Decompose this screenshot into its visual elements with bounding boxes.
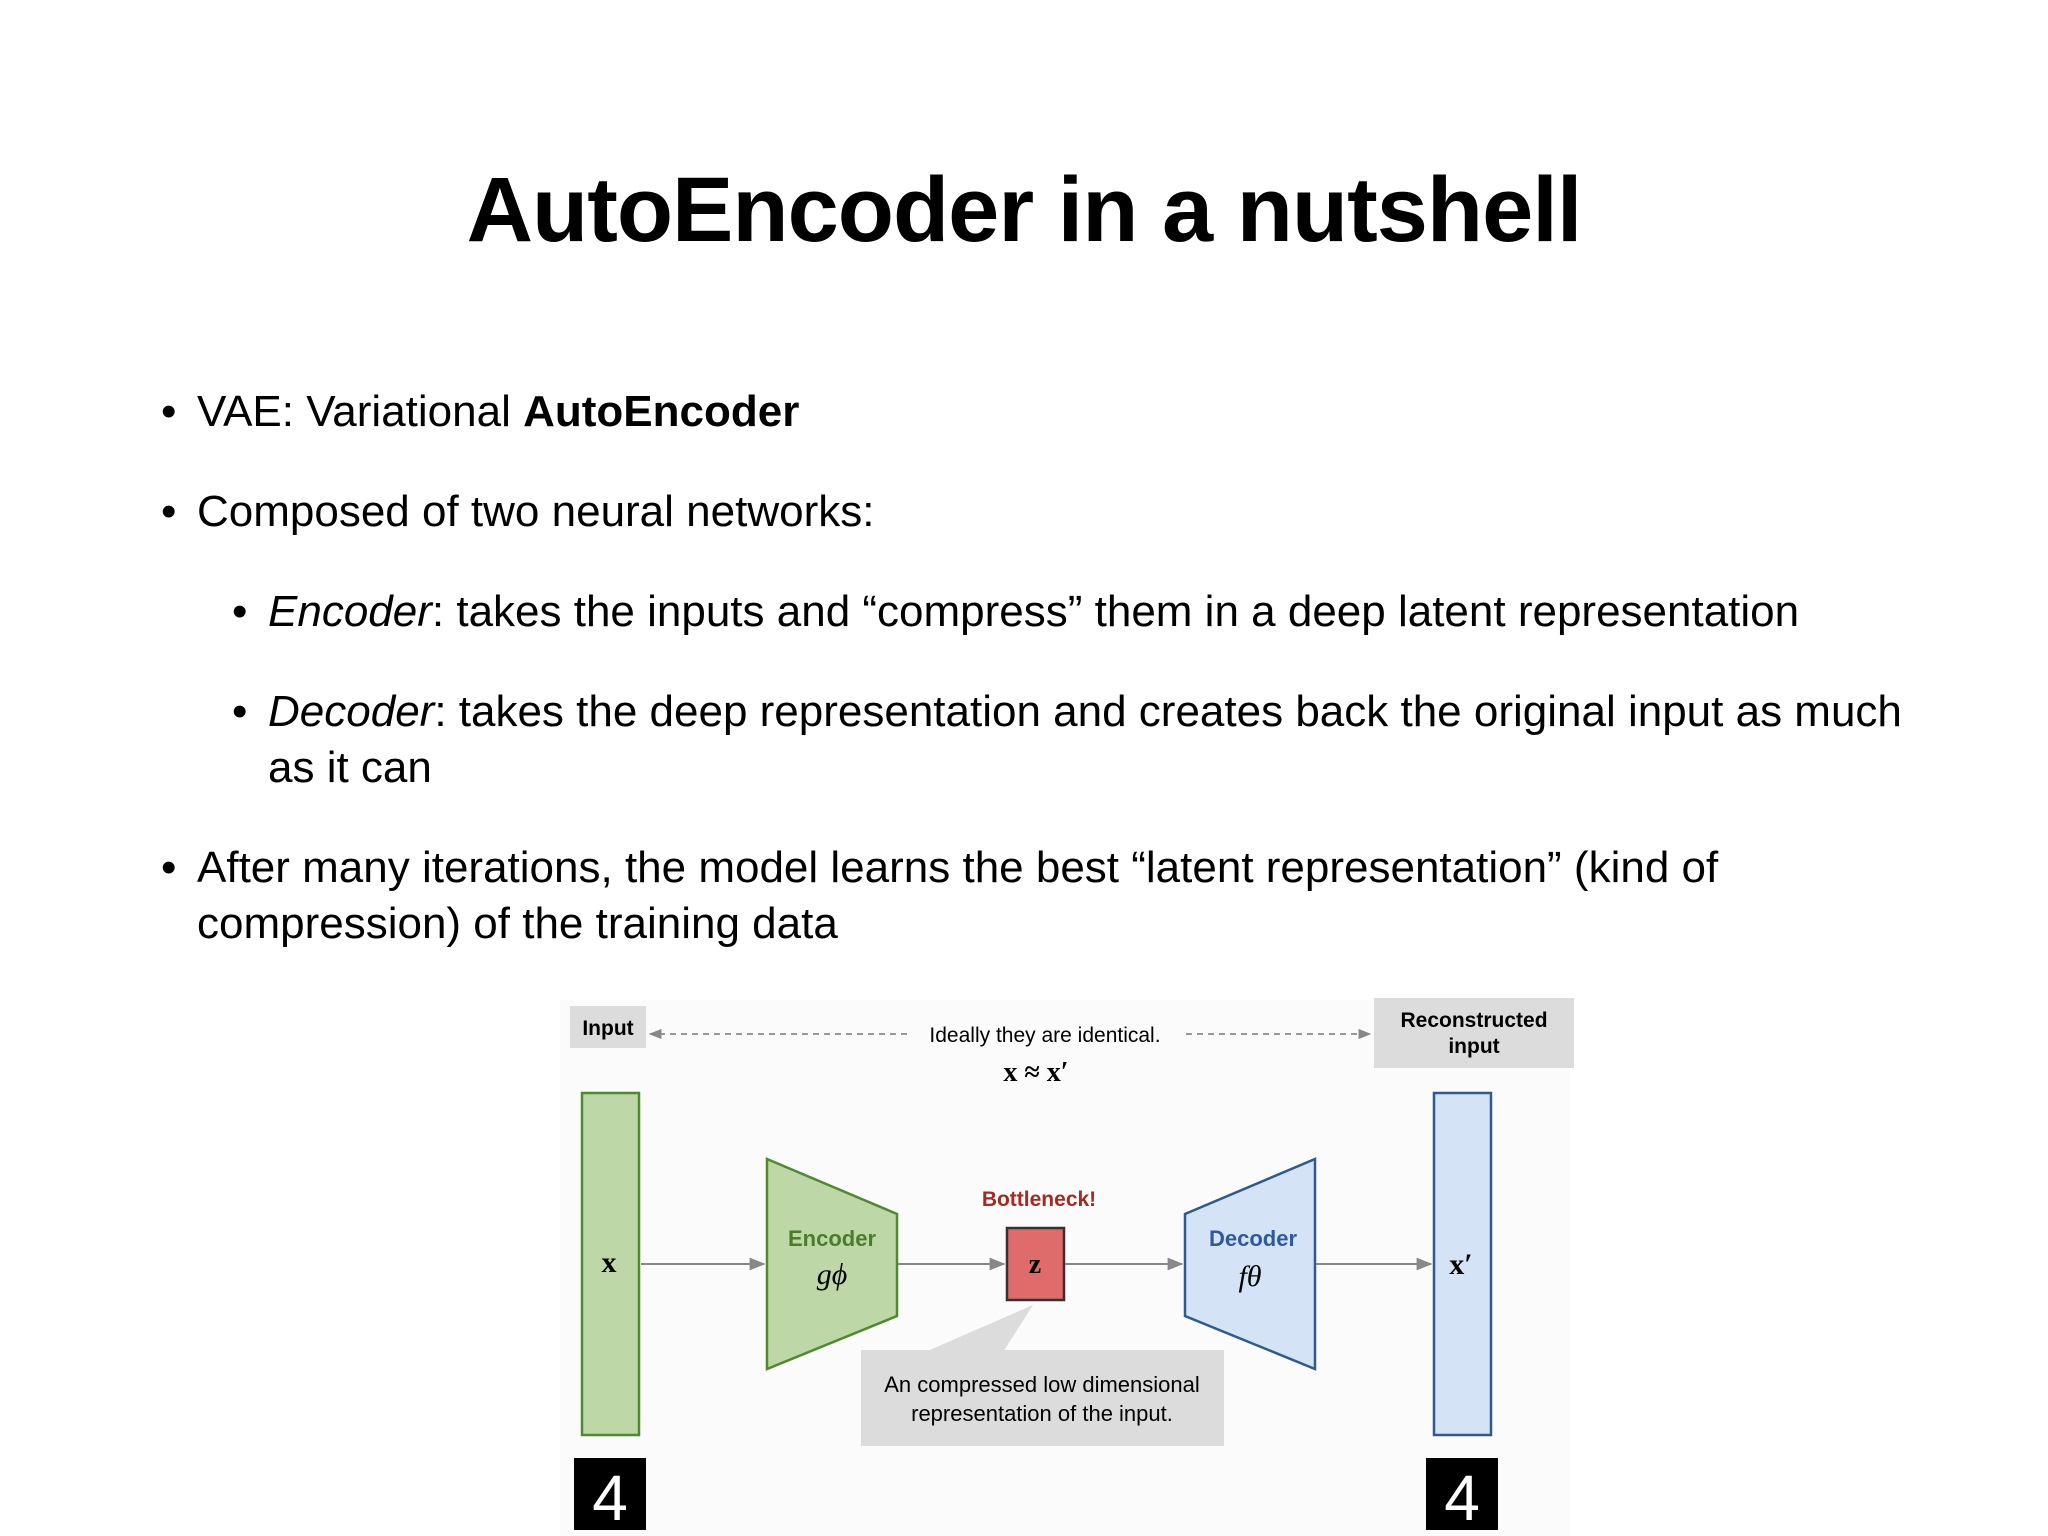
slide-title: AutoEncoder in a nutshell: [466, 159, 1583, 261]
bullet-decoder-text: : takes the deep representation and crea…: [268, 687, 1902, 792]
latent-var: z: [1029, 1249, 1041, 1280]
reconstructed-label-line1: Reconstructed: [1400, 1009, 1547, 1032]
bullet-composed-text: Composed of two neural networks:: [197, 487, 875, 536]
bullet-composed: • Composed of two neural networks:: [161, 484, 875, 540]
output-vector: [1432, 1091, 1493, 1437]
callout-pointer: [925, 1305, 1033, 1352]
output-digit-image: [1426, 1458, 1498, 1530]
encoder-function: gϕ: [817, 1258, 848, 1291]
output-digit: 4: [1444, 1462, 1480, 1534]
bullet-iterations-text: After many iterations, the model learns …: [197, 843, 1719, 948]
reconstructed-label-box: [1374, 998, 1574, 1068]
bullet-encoder-text: : takes the inputs and “compress” them i…: [431, 587, 1800, 636]
decoder-block: [1183, 1157, 1317, 1371]
bullet-iterations: • After many iterations, the model learn…: [161, 840, 1877, 952]
input-var: x: [602, 1246, 617, 1279]
input-label-box: [570, 1006, 646, 1048]
input-label: Input: [582, 1017, 633, 1040]
identical-formula: x ≈ x′: [1003, 1057, 1068, 1088]
callout-line1: An compressed low dimensional: [884, 1372, 1200, 1397]
output-var: x′: [1449, 1248, 1472, 1281]
bullet-decoder: • Decoder: takes the deep representation…: [232, 684, 1908, 796]
bullet-dot: •: [161, 387, 177, 436]
bullet-vae-text: VAE: Variational: [197, 387, 524, 436]
bullet-dot: •: [161, 843, 177, 892]
identical-note: Ideally they are identical.: [929, 1024, 1160, 1047]
bullet-vae: • VAE: Variational AutoEncoder: [161, 384, 800, 440]
decoder-function: fθ: [1238, 1260, 1261, 1293]
encoder-label: Encoder: [788, 1226, 876, 1251]
callout-line2: representation of the input.: [911, 1401, 1173, 1426]
input-digit: 4: [592, 1462, 628, 1534]
bottleneck-label: Bottleneck!: [982, 1188, 1096, 1211]
bullet-encoder-term: Encoder: [268, 587, 432, 636]
encoder-block: [765, 1157, 899, 1371]
bullet-dot: •: [161, 487, 177, 536]
bullet-dot: •: [232, 687, 248, 736]
reconstructed-label-line2: input: [1448, 1035, 1499, 1058]
bullet-dot: •: [232, 587, 248, 636]
bullet-vae-bold: AutoEncoder: [523, 387, 800, 436]
bullet-list: • VAE: Variational AutoEncoder • Compose…: [161, 384, 1908, 952]
bullet-decoder-term: Decoder: [268, 687, 435, 736]
decoder-label: Decoder: [1209, 1226, 1297, 1251]
bullet-encoder: • Encoder: takes the inputs and “compres…: [232, 584, 1800, 640]
input-vector: [580, 1091, 641, 1437]
callout-box: [861, 1350, 1224, 1446]
latent-vector: [1005, 1226, 1066, 1302]
input-digit-image: [574, 1458, 646, 1530]
